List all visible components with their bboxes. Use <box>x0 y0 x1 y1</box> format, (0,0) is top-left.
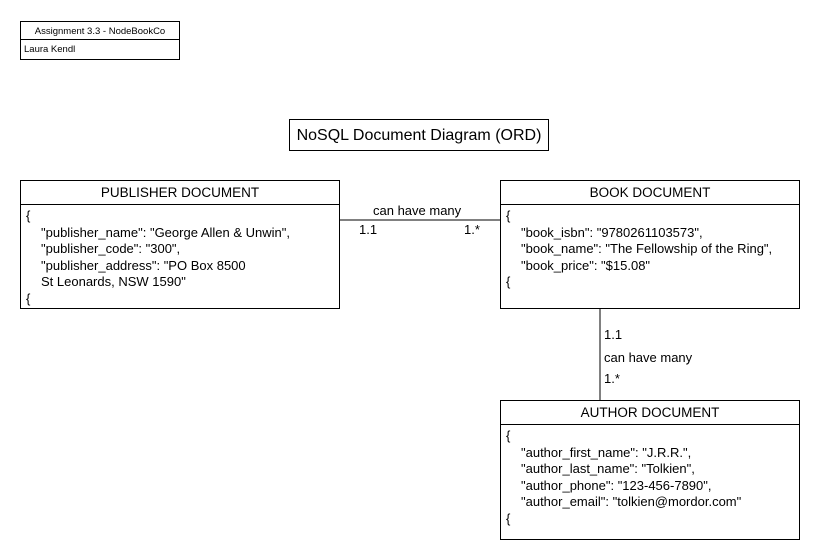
publisher-document-body: { "publisher_name": "George Allen & Unwi… <box>20 204 340 309</box>
book-field-price: "book_price": "$15.08" <box>521 257 651 273</box>
book-open-brace: { <box>506 208 511 223</box>
author-close-brace: { <box>506 510 511 526</box>
publisher-document-header: PUBLISHER DOCUMENT <box>20 180 340 205</box>
book-author-to-cardinality: 1.* <box>604 371 620 386</box>
author-field-last-name: "author_last_name": "Tolkien", <box>521 461 695 476</box>
assignment-author: Laura Kendl <box>20 39 180 60</box>
publisher-field-code: "publisher_code": "300", <box>41 241 181 256</box>
author-document-header: AUTHOR DOCUMENT <box>500 400 800 425</box>
publisher-close-brace: { <box>26 290 31 306</box>
publisher-book-to-cardinality: 1.* <box>464 222 480 237</box>
book-author-from-cardinality: 1.1 <box>604 327 623 342</box>
book-author-relation-label: can have many <box>604 350 693 365</box>
publisher-book-from-cardinality: 1.1 <box>359 222 378 237</box>
book-document-header: BOOK DOCUMENT <box>500 180 800 205</box>
publisher-field-address: "publisher_address": "PO Box 8500 <box>41 257 246 273</box>
author-field-first-name: "author_first_name": "J.R.R.", <box>521 444 692 460</box>
author-field-email: "author_email": "tolkien@mordor.com" <box>521 494 742 509</box>
book-document-body: { "book_isbn": "9780261103573", "book_na… <box>500 204 800 309</box>
publisher-field-address-cont: St Leonards, NSW 1590" <box>41 274 186 289</box>
diagram-title: NoSQL Document Diagram (ORD) <box>289 119 549 151</box>
publisher-field-name: "publisher_name": "George Allen & Unwin"… <box>41 224 290 240</box>
book-field-name: "book_name": "The Fellowship of the Ring… <box>521 241 773 256</box>
author-field-phone: "author_phone": "123-456-7890", <box>521 477 712 493</box>
book-field-isbn: "book_isbn": "9780261103573", <box>521 224 703 240</box>
publisher-book-relation-label: can have many <box>373 203 462 218</box>
author-open-brace: { <box>506 428 511 443</box>
book-close-brace: { <box>506 274 511 289</box>
author-document-body: { "author_first_name": "J.R.R.", "author… <box>500 424 800 540</box>
publisher-open-brace: { <box>26 208 31 223</box>
